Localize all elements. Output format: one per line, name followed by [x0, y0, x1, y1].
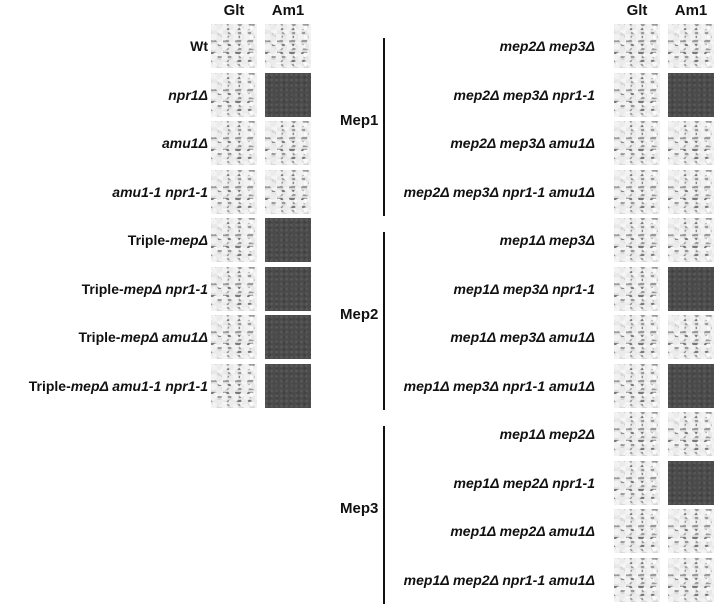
strain-label: npr1Δ: [168, 85, 208, 105]
glt-plate-tile: [211, 266, 257, 311]
am1-plate-tile: [668, 315, 714, 359]
strain-label: mep1Δ mep2Δ npr1-1 amu1Δ: [404, 570, 595, 590]
strain-genotype: amu1-1 npr1-1: [112, 183, 208, 200]
am1-plate-tile: [668, 460, 714, 505]
group-label: Mep2: [340, 306, 379, 323]
header-glt-left: Glt: [223, 2, 245, 19]
am1-plate-tile: [265, 266, 311, 311]
strain-genotype: mepΔ npr1-1: [123, 280, 208, 297]
strain-genotype: mep2Δ mep3Δ: [499, 38, 595, 54]
strain-genotype: mep2Δ mep3Δ amu1Δ: [450, 135, 595, 151]
header-glt-right: Glt: [626, 2, 648, 19]
glt-plate-tile: [211, 315, 257, 359]
glt-plate-tile: [211, 218, 257, 262]
strain-label: amu1Δ: [162, 133, 208, 153]
glt-plate-tile: [211, 72, 257, 117]
am1-plate-tile: [265, 24, 311, 68]
glt-plate-tile: [614, 557, 660, 602]
strain-genotype: npr1Δ: [168, 86, 208, 103]
glt-plate-tile: [614, 121, 660, 165]
am1-plate-tile: [265, 169, 311, 214]
strain-label: mep1Δ mep2Δ: [500, 424, 595, 444]
strain-genotype: mep1Δ mep3Δ npr1-1: [453, 280, 595, 297]
am1-plate-tile: [668, 72, 714, 117]
strain-label: mep2Δ mep3Δ: [500, 36, 595, 56]
am1-plate-tile: [668, 121, 714, 165]
am1-plate-tile: [265, 72, 311, 117]
am1-plate-tile: [668, 363, 714, 408]
glt-plate-tile: [211, 121, 257, 165]
strain-genotype: mepΔ amu1-1 npr1-1: [70, 377, 208, 394]
header-am1-left: Am1: [271, 2, 305, 19]
strain-label: mep1Δ mep3Δ: [500, 230, 595, 250]
strain-genotype: mep1Δ mep3Δ: [499, 232, 595, 248]
strain-genotype: mep2Δ mep3Δ npr1-1 amu1Δ: [403, 183, 595, 200]
strain-label: mep2Δ mep3Δ amu1Δ: [450, 133, 595, 153]
group-bracket-line: [383, 38, 385, 216]
strain-label: Wt: [190, 36, 208, 56]
strain-label: mep1Δ mep2Δ amu1Δ: [450, 521, 595, 541]
glt-plate-tile: [211, 24, 257, 68]
strain-genotype: amu1Δ: [162, 135, 208, 151]
strain-label: Triple-mepΔ amu1Δ: [78, 327, 208, 347]
strain-label: mep1Δ mep2Δ npr1-1: [454, 473, 595, 493]
am1-plate-tile: [265, 121, 311, 165]
glt-plate-tile: [614, 266, 660, 311]
group-label: Mep1: [340, 112, 379, 129]
glt-plate-tile: [614, 72, 660, 117]
glt-plate-tile: [614, 460, 660, 505]
glt-plate-tile: [614, 169, 660, 214]
strain-label: Triple-mepΔ: [128, 230, 208, 250]
am1-plate-tile: [668, 169, 714, 214]
strain-genotype: mepΔ amu1Δ: [120, 329, 208, 345]
strain-genotype: mep1Δ mep3Δ npr1-1 amu1Δ: [403, 377, 595, 394]
group-label: Mep3: [340, 500, 379, 517]
strain-genotype: mepΔ: [169, 232, 208, 248]
strain-prefix: Triple-: [127, 232, 170, 248]
strain-label: mep1Δ mep3Δ npr1-1: [454, 279, 595, 299]
strain-prefix: Triple-: [28, 377, 71, 394]
am1-plate-tile: [265, 218, 311, 262]
glt-plate-tile: [614, 315, 660, 359]
glt-plate-tile: [614, 363, 660, 408]
strain-label: mep1Δ mep3Δ npr1-1 amu1Δ: [404, 376, 595, 396]
glt-plate-tile: [211, 363, 257, 408]
am1-plate-tile: [265, 315, 311, 359]
am1-plate-tile: [668, 24, 714, 68]
am1-plate-tile: [668, 266, 714, 311]
strain-label: mep2Δ mep3Δ npr1-1: [454, 85, 595, 105]
strain-genotype: mep1Δ mep2Δ npr1-1: [453, 474, 595, 491]
glt-plate-tile: [614, 412, 660, 456]
group-bracket-line: [383, 232, 385, 410]
am1-plate-tile: [265, 363, 311, 408]
strain-label: mep1Δ mep3Δ amu1Δ: [450, 327, 595, 347]
strain-prefix: Triple-: [81, 280, 124, 297]
strain-genotype: mep1Δ mep2Δ: [499, 426, 595, 442]
am1-plate-tile: [668, 412, 714, 456]
glt-plate-tile: [614, 218, 660, 262]
glt-plate-tile: [614, 24, 660, 68]
strain-label: Triple-mepΔ amu1-1 npr1-1: [29, 376, 208, 396]
strain-prefix: Wt: [190, 38, 208, 54]
header-am1-right: Am1: [674, 2, 708, 19]
strain-label: Triple-mepΔ npr1-1: [82, 279, 208, 299]
strain-genotype: mep1Δ mep2Δ npr1-1 amu1Δ: [403, 571, 595, 588]
strain-prefix: Triple-: [78, 329, 121, 345]
glt-plate-tile: [614, 509, 660, 553]
glt-plate-tile: [211, 169, 257, 214]
strain-genotype: mep1Δ mep3Δ amu1Δ: [450, 329, 595, 345]
am1-plate-tile: [668, 218, 714, 262]
strain-label: mep2Δ mep3Δ npr1-1 amu1Δ: [404, 182, 595, 202]
strain-label: amu1-1 npr1-1: [112, 182, 208, 202]
strain-genotype: mep2Δ mep3Δ npr1-1: [453, 86, 595, 103]
am1-plate-tile: [668, 509, 714, 553]
strain-genotype: mep1Δ mep2Δ amu1Δ: [450, 523, 595, 539]
am1-plate-tile: [668, 557, 714, 602]
group-bracket-line: [383, 426, 385, 604]
